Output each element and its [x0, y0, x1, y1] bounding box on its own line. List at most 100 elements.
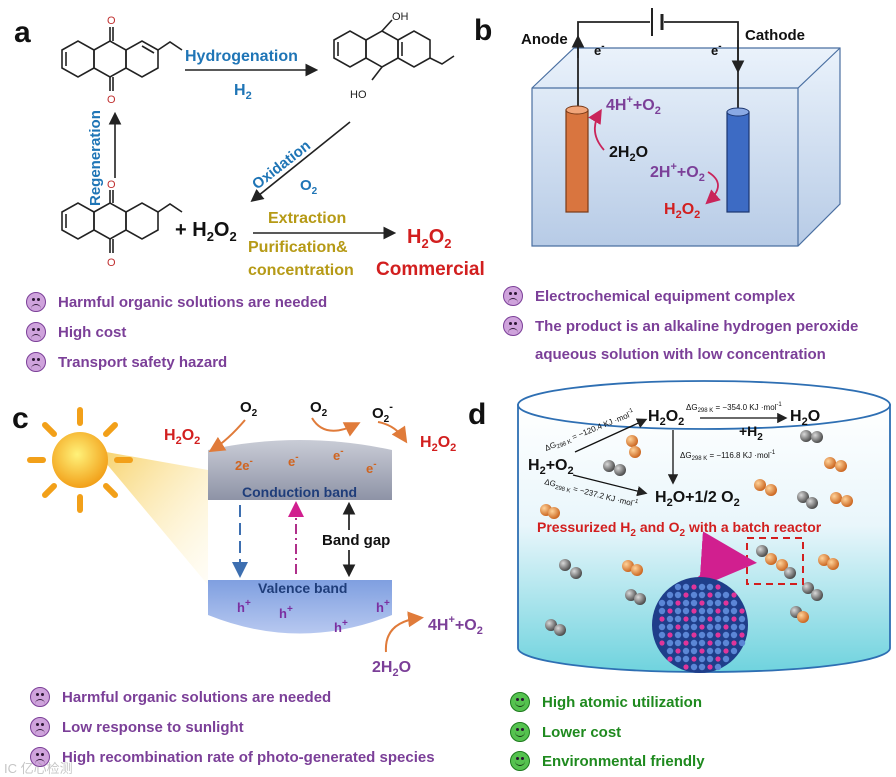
catalyst-atom: [738, 639, 746, 647]
catalyst-atom: [731, 640, 737, 646]
catalyst-atom: [691, 608, 697, 614]
catalyst-atom: [658, 607, 666, 615]
d-bullet-1: High atomic utilization: [510, 692, 702, 712]
hydrogenation-label: Hydrogenation: [185, 48, 298, 65]
h2o2-left-label: H2O2: [164, 427, 200, 447]
electron-label-anode: e-: [594, 41, 605, 58]
catalyst-atom: [690, 591, 698, 599]
catalyst-atom: [715, 632, 721, 638]
anode-product: 4H++O2: [606, 94, 661, 117]
catalyst-atom: [707, 640, 713, 646]
sad-face-icon: [503, 316, 523, 336]
catalyst-atom: [698, 607, 706, 615]
oh-label: OH: [392, 11, 409, 23]
hole-3: h+: [334, 618, 348, 635]
catalyst-atom: [674, 607, 682, 615]
anthraquinone-top: [61, 27, 183, 91]
catalyst-atom: [675, 600, 681, 606]
catalyst-atom: [683, 592, 689, 598]
c-bullet-1: Harmful organic solutions are needed: [30, 687, 331, 707]
plus-h2-label: +H2: [739, 423, 763, 443]
circuit-wire: [577, 21, 650, 110]
electron-3: e-: [366, 459, 377, 476]
catalyst-atom: [682, 607, 690, 615]
sad-face-icon: [26, 292, 46, 312]
dg-h2o2-decomposition: ΔG298 K = −116.8 KJ ·mol-1: [680, 450, 776, 462]
catalyst-atom: [707, 616, 713, 622]
c-bullet-3: High recombination rate of photo-generat…: [30, 747, 435, 767]
catalyst-atom: [690, 639, 698, 647]
h2-reagent-label: H2: [234, 82, 252, 102]
hole-1: h+: [237, 598, 251, 615]
anode-reaction-arrow: [588, 108, 605, 151]
b-bullet-1: Electrochemical equipment complex: [503, 286, 795, 306]
catalyst-atom: [658, 623, 666, 631]
cathode-electrode: [726, 111, 750, 213]
a-bullet-3: Transport safety hazard: [26, 352, 227, 372]
sad-face-icon: [30, 747, 50, 767]
catalyst-atom: [714, 639, 722, 647]
carbonyl-o-top1: O: [107, 15, 116, 27]
valence-band-label: Valence band: [258, 580, 347, 596]
catalyst-atom: [683, 664, 689, 670]
dg-h2o2-hydrogenation: ΔG298 K = −354.0 KJ ·mol-1: [686, 402, 782, 414]
catalyst-atom: [706, 623, 714, 631]
catalyst-atom: [715, 584, 721, 590]
cathode-reactant: 2H++O2: [650, 161, 705, 184]
oxidation-arrow: [250, 121, 351, 203]
catalyst-atom: [731, 616, 737, 622]
catalyst-atom: [738, 623, 746, 631]
catalyst-atom: [706, 655, 714, 663]
electron-label-cathode: e-: [711, 41, 722, 58]
sad-face-icon: [26, 322, 46, 342]
catalyst-atom: [722, 639, 730, 647]
plus-h2o2-label: + H2O2: [175, 219, 237, 244]
catalyst-atom: [699, 600, 705, 606]
electron-1: e-: [288, 452, 299, 469]
sad-face-icon: [503, 286, 523, 306]
cathode-product: H2O2: [664, 201, 700, 221]
catalyst-atom: [690, 615, 698, 623]
anode-label: Anode: [521, 31, 568, 48]
superoxide-label: O2-: [372, 401, 393, 425]
anode-electrode: [565, 109, 589, 213]
circuit-wire-2: [664, 21, 739, 112]
catalyst-atom: [739, 608, 745, 614]
catalyst-atom: [674, 583, 682, 591]
h2o2-right-label: H2O2: [420, 434, 456, 454]
band-gap-label: Band gap: [322, 532, 390, 549]
conduction-band: [208, 440, 392, 500]
water-oxidation-reactant: 2H2O: [372, 659, 411, 679]
catalyst-particle: [652, 577, 748, 673]
happy-face-icon: [510, 751, 530, 771]
catalyst-atom: [699, 648, 705, 654]
sad-face-icon: [26, 352, 46, 372]
catalyst-atom: [698, 615, 706, 623]
catalyst-atom: [730, 623, 738, 631]
catalyst-atom: [659, 640, 665, 646]
path-h2-to-h2o: [572, 474, 648, 497]
panel-b-letter: b: [474, 14, 492, 47]
h2o-half-o2-node: H2O+1/2 O2: [655, 489, 740, 509]
catalyst-atom: [714, 623, 722, 631]
cathode-reaction-arrow: [705, 171, 721, 205]
concentration-label: concentration: [248, 262, 354, 279]
catalyst-atom: [667, 632, 673, 638]
catalyst-atom: [730, 631, 738, 639]
catalyst-atom: [706, 583, 714, 591]
catalyst-atom: [691, 656, 697, 662]
catalyst-atom: [691, 632, 697, 638]
catalyst-atom: [666, 639, 674, 647]
catalyst-atom: [683, 616, 689, 622]
purification-label: Purification&: [248, 239, 348, 256]
panel-d: d ΔG298 K = −120.4 KJ ·mol-1 ΔG298 K = −…: [468, 380, 891, 673]
catalyst-atom: [730, 607, 738, 615]
panel-a: a O O Hydrogenation H2: [14, 11, 485, 280]
catalyst-atom: [706, 599, 714, 607]
catalyst-atom: [722, 615, 730, 623]
happy-face-icon: [510, 692, 530, 712]
sad-face-icon: [30, 687, 50, 707]
catalyst-atom: [682, 631, 690, 639]
catalyst-atom: [723, 600, 729, 606]
